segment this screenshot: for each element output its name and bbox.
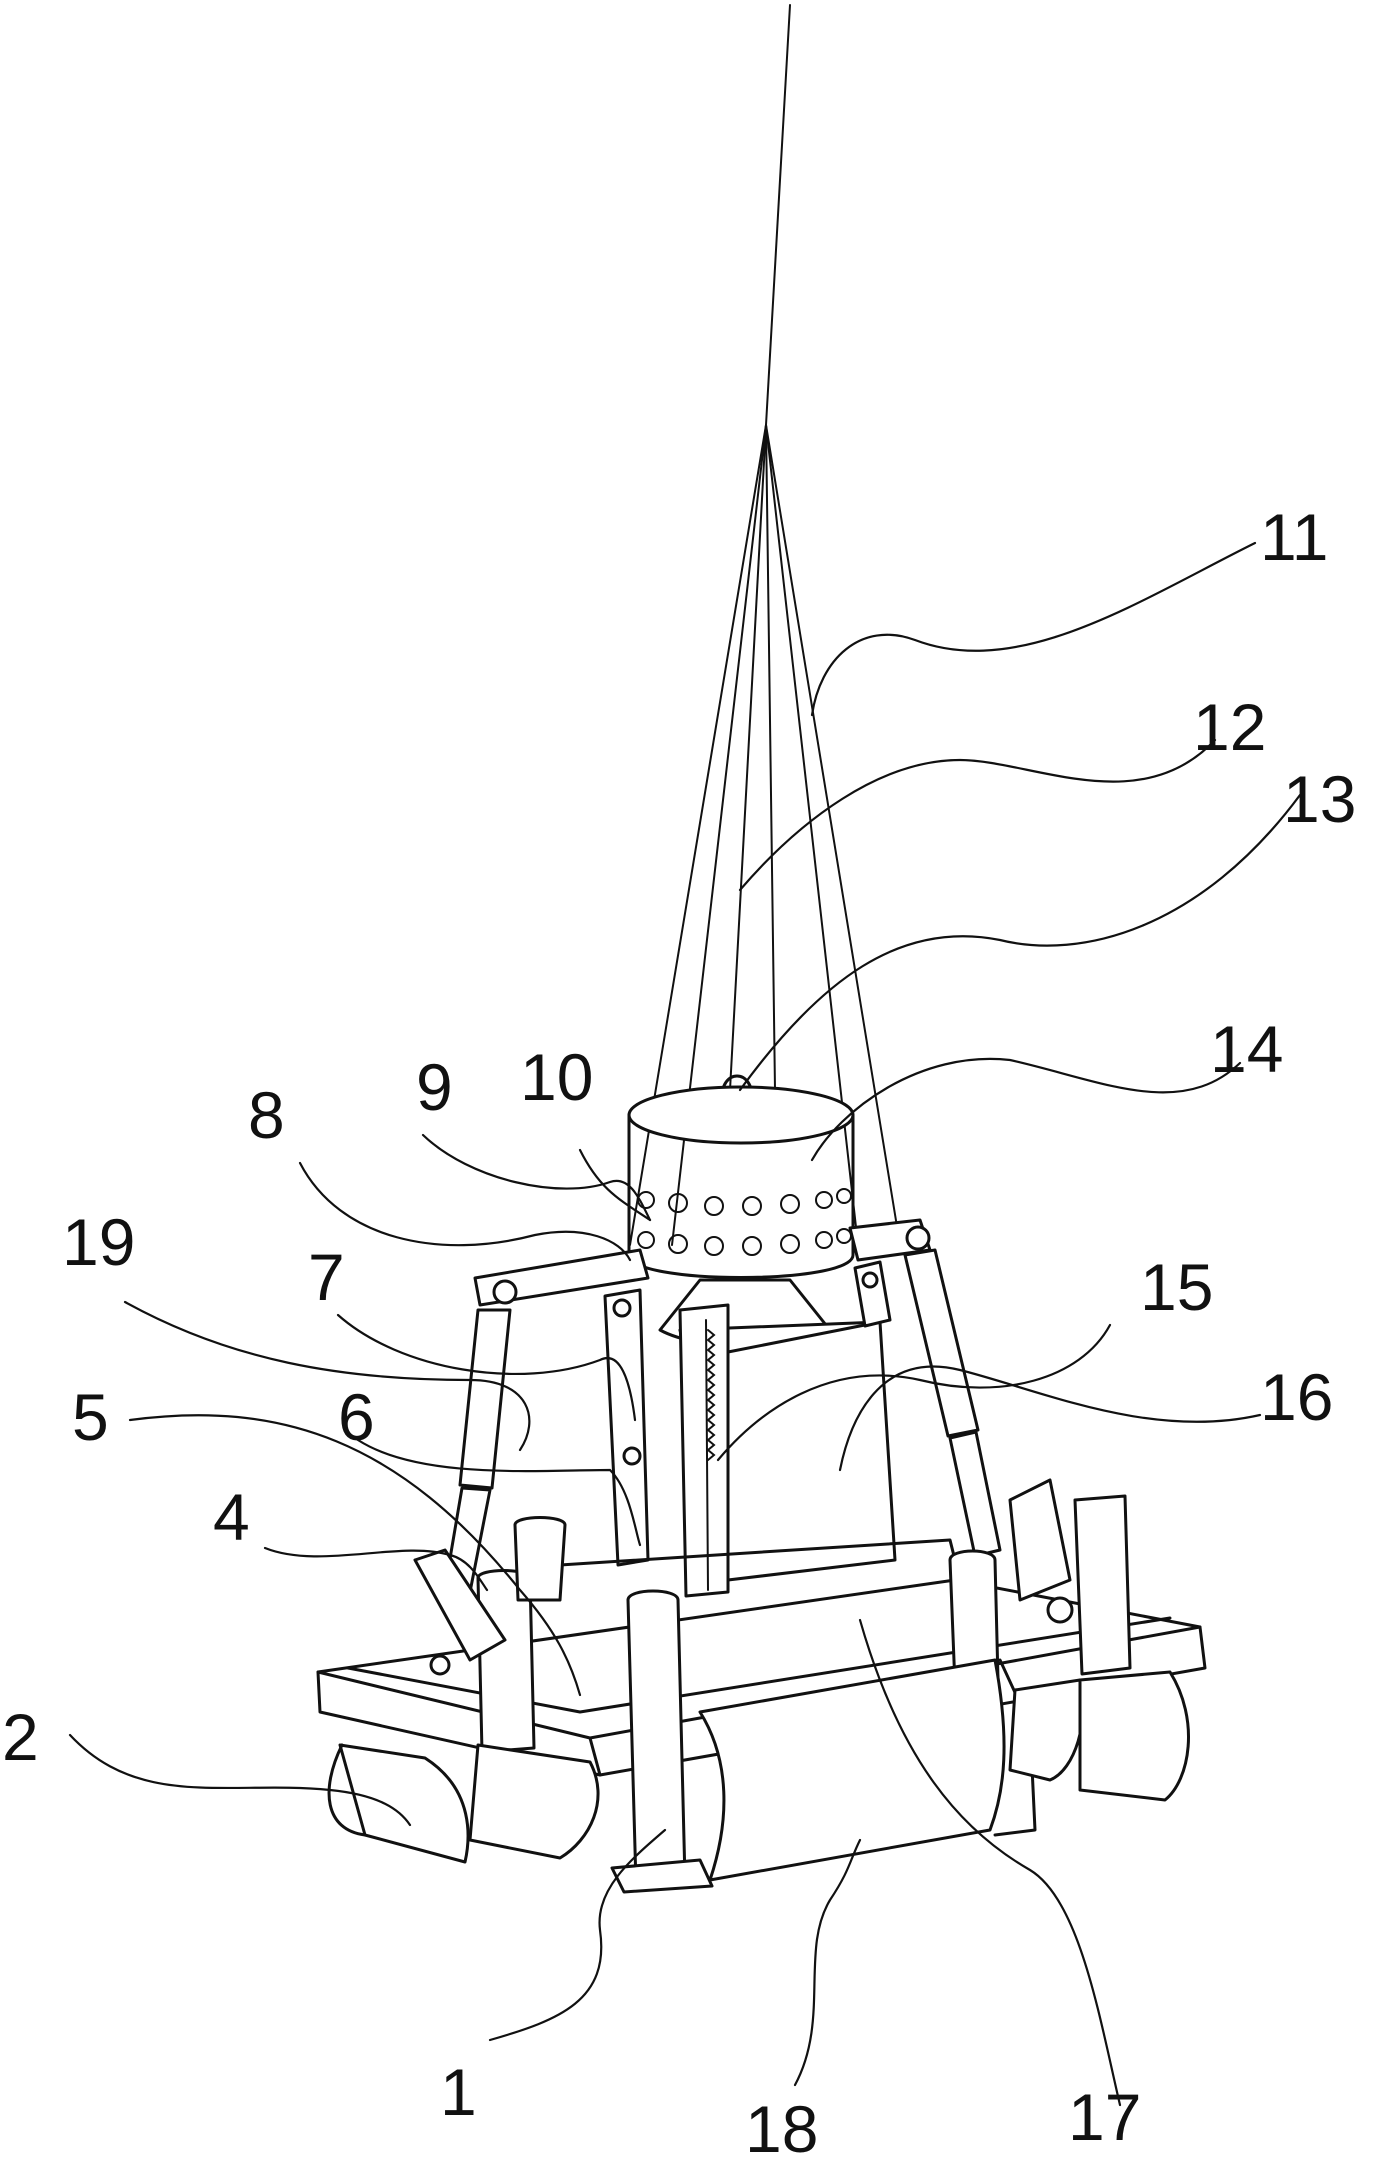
- label-4: 4: [213, 1480, 250, 1554]
- label-9: 9: [416, 1050, 453, 1124]
- bucket-left: [329, 1745, 598, 1862]
- label-10: 10: [520, 1040, 593, 1114]
- label-15: 15: [1140, 1250, 1213, 1324]
- label-1: 1: [440, 2055, 477, 2129]
- label-16: 16: [1260, 1360, 1333, 1434]
- corner-post-rear: [515, 1518, 565, 1601]
- hydraulic-cylinder-right: [905, 1250, 1000, 1556]
- cylinder-holes: [638, 1189, 851, 1255]
- corner-post-far-right: [1075, 1496, 1130, 1674]
- bucket-right: [1010, 1672, 1189, 1800]
- hydraulic-cylinder-left: [445, 1310, 510, 1592]
- label-7: 7: [308, 1240, 345, 1314]
- label-12: 12: [1193, 690, 1266, 764]
- label-18: 18: [745, 2092, 818, 2158]
- label-19: 19: [62, 1205, 135, 1279]
- side-plate-right: [855, 1262, 890, 1326]
- rack-column: [680, 1305, 728, 1596]
- label-5: 5: [72, 1380, 109, 1454]
- perforated-cylinder: [629, 1087, 853, 1278]
- label-17: 17: [1068, 2080, 1141, 2154]
- hoist-cable: [766, 5, 790, 425]
- side-plate-left: [605, 1290, 648, 1565]
- label-6: 6: [338, 1380, 375, 1454]
- label-14: 14: [1210, 1012, 1283, 1086]
- label-8: 8: [248, 1078, 285, 1152]
- label-13: 13: [1283, 762, 1356, 836]
- label-2: 2: [2, 1700, 39, 1774]
- label-11: 11: [1260, 500, 1329, 574]
